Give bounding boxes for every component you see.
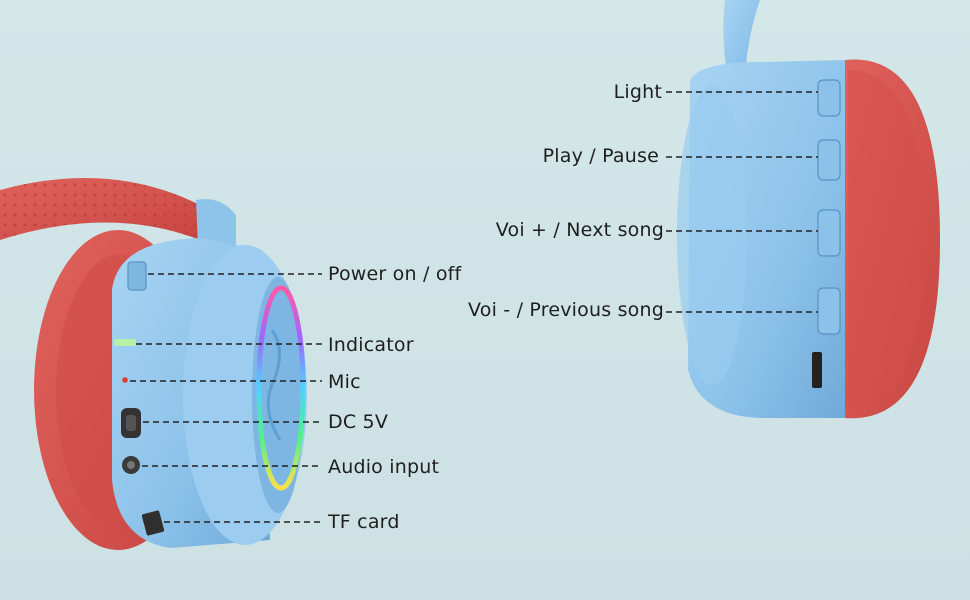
label-dc: DC 5V [328,411,389,433]
volume-down-button [817,287,841,335]
right-ear-cushion [845,59,940,419]
play-pause-button [817,139,841,181]
tf-slot [141,510,165,536]
label-tf: TF card [328,511,400,533]
volume-up-button [817,209,841,257]
light-button [817,79,841,117]
label-voi-down: Voi - / Previous song [468,299,664,321]
callout-lines [130,91,818,523]
left-ear-shell [112,238,307,548]
label-audio: Audio input [328,456,440,478]
label-voi-up: Voi + / Next song [495,219,664,241]
indicator-light [114,339,136,346]
right-ear-shell [677,60,848,418]
right-tf-slot [812,352,822,388]
label-play-pause: Play / Pause [542,145,659,167]
label-power: Power on / off [328,263,462,285]
power-switch [127,261,147,291]
mic-hole [122,377,128,383]
label-mic: Mic [328,371,361,393]
label-indicator: Indicator [328,334,414,356]
label-light: Light [613,81,662,103]
